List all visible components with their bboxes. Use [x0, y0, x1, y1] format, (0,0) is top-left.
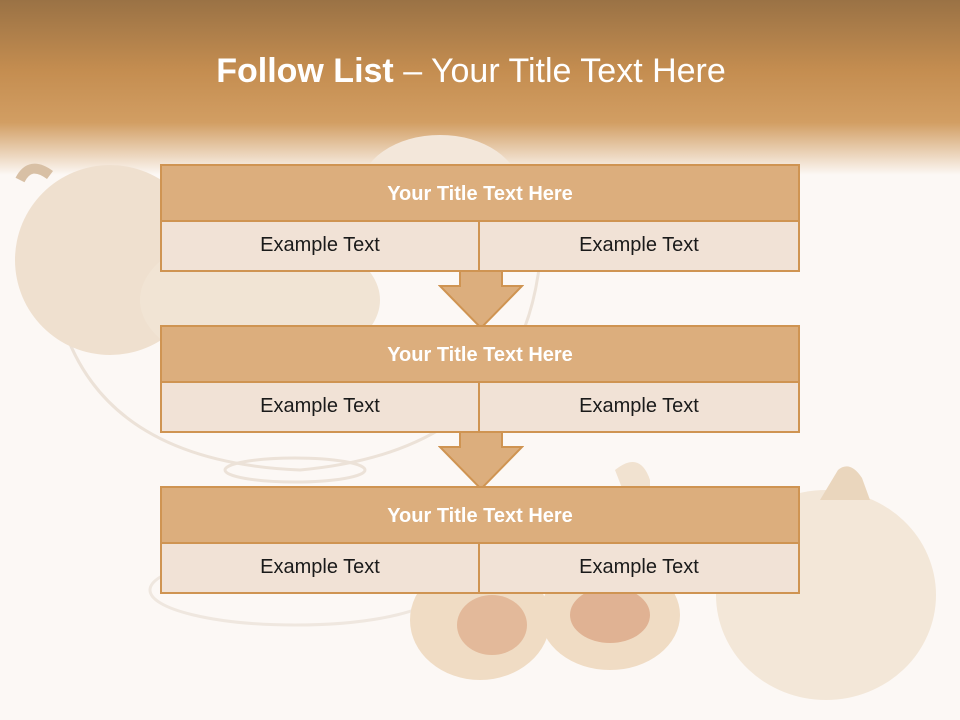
block-cell-left: Example Text — [160, 544, 480, 594]
slide-title-rest: – Your Title Text Here — [393, 52, 726, 90]
block-row: Example Text Example Text — [160, 383, 800, 433]
block-cell-left: Example Text — [160, 383, 480, 433]
block-row: Example Text Example Text — [160, 222, 800, 272]
block-row: Example Text Example Text — [160, 544, 800, 594]
list-block-1: Your Title Text Here Example Text Exampl… — [160, 164, 800, 272]
block-cell-right: Example Text — [480, 544, 800, 594]
slide-title-bold: Follow List — [216, 52, 394, 90]
block-cell-right: Example Text — [480, 222, 800, 272]
block-title: Your Title Text Here — [160, 164, 800, 222]
down-arrow-icon — [438, 431, 524, 491]
down-arrow-icon — [438, 270, 524, 330]
block-cell-left: Example Text — [160, 222, 480, 272]
list-block-3: Your Title Text Here Example Text Exampl… — [160, 486, 800, 594]
slide-title: Follow List – Your Title Text Here — [0, 52, 942, 91]
block-title: Your Title Text Here — [160, 486, 800, 544]
list-block-2: Your Title Text Here Example Text Exampl… — [160, 325, 800, 433]
block-title: Your Title Text Here — [160, 325, 800, 383]
block-cell-right: Example Text — [480, 383, 800, 433]
